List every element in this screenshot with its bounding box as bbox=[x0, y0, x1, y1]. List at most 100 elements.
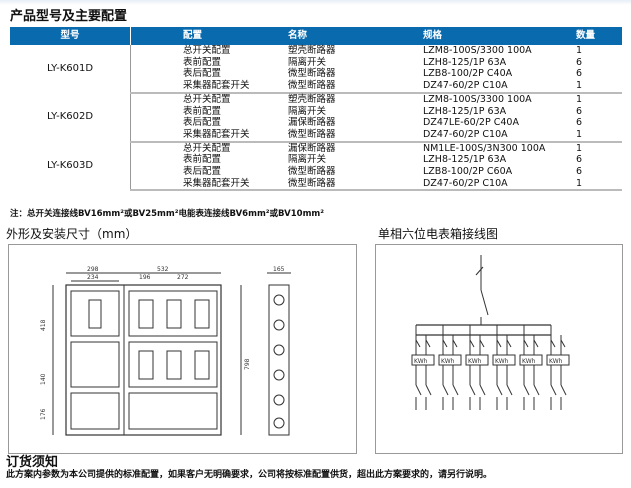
kwh-meter bbox=[465, 354, 489, 366]
header-qty: 数量 bbox=[576, 27, 622, 45]
dim-272: 272 bbox=[177, 274, 189, 281]
qty-cell: 6 bbox=[576, 105, 583, 117]
name-cell: 隔离开关 bbox=[288, 56, 327, 68]
qty-cell: 6 bbox=[576, 68, 583, 80]
kwh-label: KWh bbox=[414, 358, 428, 365]
table-row: LY-K601D 总开关配置 塑壳断路器 LZM8-100S/3300 100A 1 bbox=[10, 45, 622, 93]
model-cell: LY-K603D bbox=[10, 141, 131, 191]
table-row: 表后配置 微型断路器 LZB8-100/2P C40A 6 bbox=[10, 68, 622, 80]
table-row: LY-K603D 总开关配置 漏保断路器 NM1LE-100S/3N300 100A 1 bbox=[10, 141, 622, 191]
name-cell: 微型断路器 bbox=[288, 68, 336, 80]
spec-cell: DZ47LE-60/2P C40A bbox=[423, 117, 519, 129]
config-cell: 总开关配置 bbox=[183, 45, 231, 56]
dim-234: 234 bbox=[87, 274, 99, 281]
qty-cell: 6 bbox=[576, 56, 583, 68]
spec-cell: LZH8-125/1P 63A bbox=[423, 56, 507, 68]
dim-196: 196 bbox=[139, 274, 151, 281]
model-cell: LY-K601D bbox=[10, 45, 131, 93]
header-model: 型号 bbox=[10, 27, 131, 45]
table-row: 表前配置 隔离开关 LZH8-125/1P 63A 6 bbox=[10, 57, 622, 69]
spec-cell: DZ47-60/2P C10A bbox=[423, 128, 576, 143]
wiring-title: 单相六位电表箱接线图 bbox=[378, 227, 499, 241]
dim-176: 176 bbox=[40, 408, 47, 420]
config-cell: 表前配置 bbox=[183, 105, 222, 117]
dim-798: 798 bbox=[244, 358, 251, 370]
qty-cell: 6 bbox=[576, 154, 583, 166]
dim-418: 418 bbox=[40, 319, 47, 331]
name-cell: 微型断路器 bbox=[288, 177, 423, 192]
qty-cell: 1 bbox=[576, 93, 583, 105]
name-cell: 隔离开关 bbox=[288, 154, 327, 166]
config-cell: 总开关配置 bbox=[183, 142, 231, 154]
table-row: LY-K602D 总开关配置 塑壳断路器 LZM8-100S/3300 100A 1 bbox=[10, 92, 622, 142]
dim-165: 165 bbox=[273, 266, 285, 273]
kwh-meter bbox=[546, 354, 570, 366]
name-cell: 微型断路器 bbox=[288, 166, 336, 178]
name-cell: 隔离开关 bbox=[288, 105, 327, 117]
wiring-diagram: KWh KWh KWh KWh KWh KWh bbox=[375, 244, 623, 454]
config-cell: 表后配置 bbox=[183, 117, 222, 129]
table-row: 表前配置 隔离开关 LZH8-125/1P 63A 6 bbox=[10, 106, 622, 118]
name-cell: 漏保断路器 bbox=[288, 142, 336, 154]
name-cell: 微型断路器 bbox=[288, 80, 423, 94]
qty-cell: 1 bbox=[576, 177, 622, 192]
note: 注：总开关连接线BV16mm²或BV25mm²电能表连接线BV6mm²或BV10… bbox=[10, 209, 324, 219]
qty-cell: 1 bbox=[576, 128, 622, 143]
config-cell: 表后配置 bbox=[183, 68, 222, 80]
qty-cell: 1 bbox=[576, 80, 622, 94]
spec-cell: NM1LE-100S/3N300 100A bbox=[423, 142, 546, 154]
spec-cell: DZ47-60/2P C10A bbox=[423, 177, 576, 192]
top-band bbox=[0, 0, 631, 5]
config-cell: 采集器配套开关 bbox=[130, 128, 288, 143]
qty-cell: 6 bbox=[576, 166, 583, 178]
kwh-meter bbox=[438, 354, 462, 366]
page-title: 产品型号及主要配置 bbox=[10, 9, 128, 24]
spec-cell: LZM8-100S/3300 100A bbox=[423, 45, 532, 56]
qty-cell: 6 bbox=[576, 117, 583, 129]
kwh-label: KWh bbox=[441, 358, 455, 365]
spec-cell: LZH8-125/1P 63A bbox=[423, 105, 507, 117]
name-cell: 微型断路器 bbox=[288, 128, 423, 143]
kwh-meter bbox=[492, 354, 516, 366]
kwh-label: KWh bbox=[522, 358, 536, 365]
qty-cell: 1 bbox=[576, 142, 583, 154]
name-cell: 塑壳断路器 bbox=[288, 45, 336, 56]
kwh-label: KWh bbox=[495, 358, 509, 365]
header-config: 配置 bbox=[130, 27, 288, 45]
config-cell: 总开关配置 bbox=[183, 93, 231, 105]
table-row: 表前配置 隔离开关 LZH8-125/1P 63A 6 bbox=[10, 154, 622, 166]
kwh-label: KWh bbox=[549, 358, 563, 365]
name-cell: 漏保断路器 bbox=[288, 117, 336, 129]
config-cell: 表后配置 bbox=[183, 166, 222, 178]
name-cell: 塑壳断路器 bbox=[288, 93, 336, 105]
spec-cell: LZH8-125/1P 63A bbox=[423, 154, 507, 166]
table-row: 表后配置 微型断路器 LZB8-100/2P C60A 6 bbox=[10, 166, 622, 178]
config-cell: 表前配置 bbox=[183, 154, 222, 166]
header-name: 名称 bbox=[288, 27, 423, 45]
spec-cell: LZB8-100/2P C40A bbox=[423, 68, 513, 80]
model-cell: LY-K602D bbox=[10, 92, 131, 142]
kwh-meter bbox=[411, 354, 435, 366]
order-text: 此方案内参数为本公司提供的标准配置，如果客户无明确要求，公司将按标准配置供货，超… bbox=[6, 470, 493, 480]
table-row: 表后配置 漏保断路器 DZ47LE-60/2P C40A 6 bbox=[10, 117, 622, 129]
spec-cell: LZM8-100S/3300 100A bbox=[423, 93, 532, 105]
dims-title: 外形及安装尺寸（mm） bbox=[6, 227, 138, 241]
spec-cell: LZB8-100/2P C60A bbox=[423, 166, 513, 178]
dim-140: 140 bbox=[40, 373, 47, 385]
dim-532: 532 bbox=[157, 266, 169, 273]
config-cell: 采集器配套开关 bbox=[130, 80, 288, 94]
config-cell: 表前配置 bbox=[183, 56, 222, 68]
config-cell: 采集器配套开关 bbox=[130, 177, 288, 192]
header-spec: 规格 bbox=[423, 27, 576, 45]
kwh-label: KWh bbox=[468, 358, 482, 365]
kwh-meter bbox=[519, 354, 543, 366]
spec-cell: DZ47-60/2P C10A bbox=[423, 80, 576, 94]
dimension-drawing: 298 234 196 532 272 165 418 140 176 798 bbox=[8, 244, 357, 454]
qty-cell: 1 bbox=[576, 45, 583, 56]
order-title: 订货须知 bbox=[6, 455, 59, 470]
dim-298: 298 bbox=[87, 266, 99, 273]
